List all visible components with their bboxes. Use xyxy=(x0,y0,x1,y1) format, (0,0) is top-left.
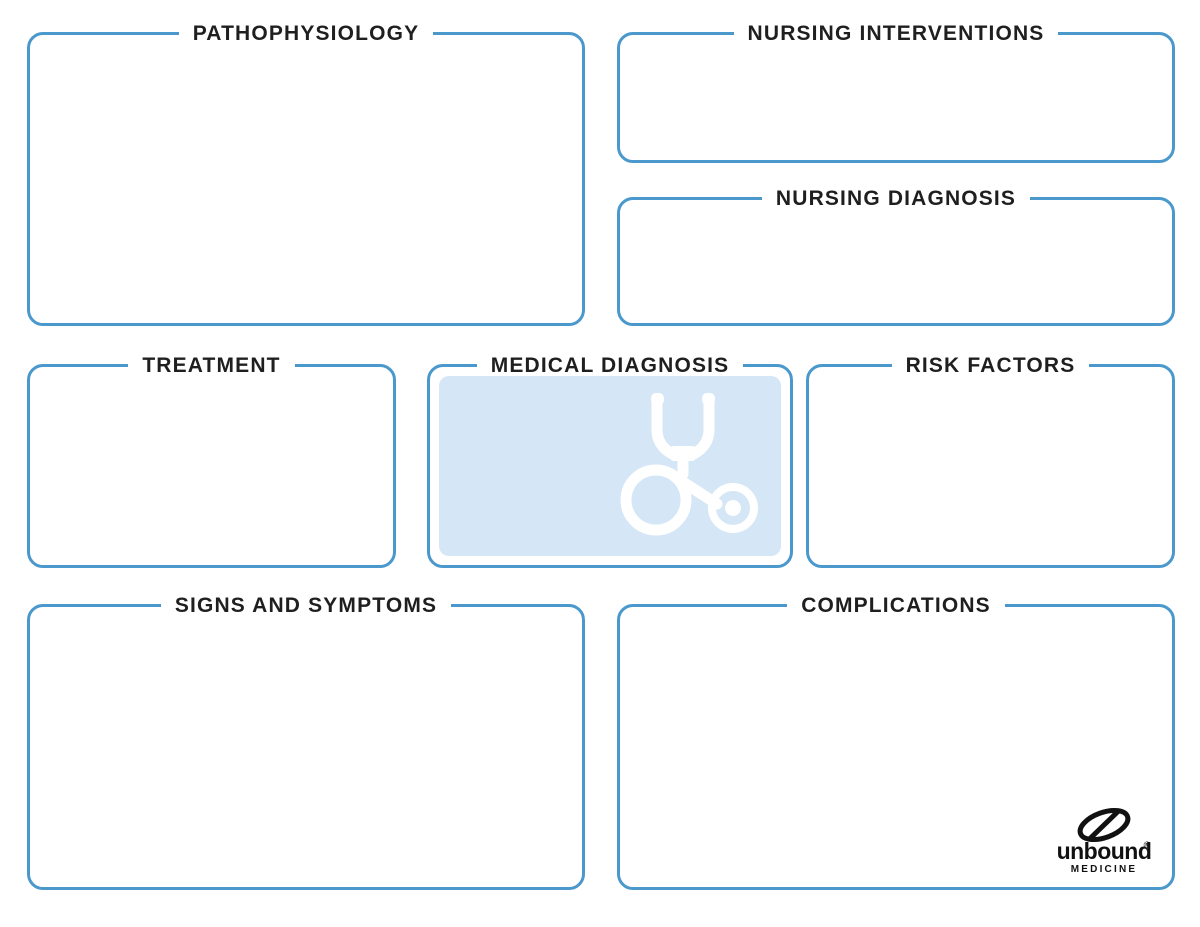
box-signs-and-symptoms[interactable]: SIGNS AND SYMPTOMS xyxy=(27,593,585,890)
box-title-wrap-complications: COMPLICATIONS xyxy=(620,591,1172,621)
box-title-nursing-diagnosis: NURSING DIAGNOSIS xyxy=(761,186,1031,212)
box-title-wrap-risk-factors: RISK FACTORS xyxy=(809,351,1172,381)
box-title-wrap-nursing-diagnosis: NURSING DIAGNOSIS xyxy=(620,184,1172,214)
stethoscope-eartips xyxy=(651,393,715,405)
box-title-pathophysiology: PATHOPHYSIOLOGY xyxy=(178,21,434,47)
box-treatment[interactable]: TREATMENT xyxy=(27,353,396,568)
stethoscope-yoke xyxy=(670,446,696,461)
box-nursing-interventions[interactable]: NURSING INTERVENTIONS xyxy=(617,21,1175,163)
box-title-wrap-treatment: TREATMENT xyxy=(30,351,393,381)
stethoscope-chestpiece xyxy=(708,483,758,533)
box-title-treatment: TREATMENT xyxy=(128,353,295,379)
medical-diagnosis-panel[interactable] xyxy=(439,376,781,556)
box-title-nursing-interventions: NURSING INTERVENTIONS xyxy=(733,21,1059,47)
box-complications[interactable]: COMPLICATIONS unbound ® MEDICINE xyxy=(617,593,1175,890)
box-title-risk-factors: RISK FACTORS xyxy=(891,353,1090,379)
unbound-registered-mark: ® xyxy=(1144,840,1151,850)
box-title-complications: COMPLICATIONS xyxy=(787,593,1005,619)
unbound-wordmark: unbound xyxy=(1057,838,1152,864)
box-medical-diagnosis[interactable]: MEDICAL DIAGNOSIS xyxy=(427,353,793,568)
unbound-swoosh-icon xyxy=(1077,807,1131,843)
box-title-wrap-nursing-interventions: NURSING INTERVENTIONS xyxy=(620,19,1172,49)
box-nursing-diagnosis[interactable]: NURSING DIAGNOSIS xyxy=(617,186,1175,326)
stethoscope-icon xyxy=(620,393,758,536)
unbound-medicine-logo: unbound ® MEDICINE xyxy=(1050,805,1158,877)
box-risk-factors[interactable]: RISK FACTORS xyxy=(806,353,1175,568)
box-title-wrap-pathophysiology: PATHOPHYSIOLOGY xyxy=(30,19,582,49)
box-title-wrap-signs-and-symptoms: SIGNS AND SYMPTOMS xyxy=(30,591,582,621)
unbound-subtitle: MEDICINE xyxy=(1071,864,1138,875)
box-pathophysiology[interactable]: PATHOPHYSIOLOGY xyxy=(27,21,585,326)
box-title-signs-and-symptoms: SIGNS AND SYMPTOMS xyxy=(160,593,452,619)
